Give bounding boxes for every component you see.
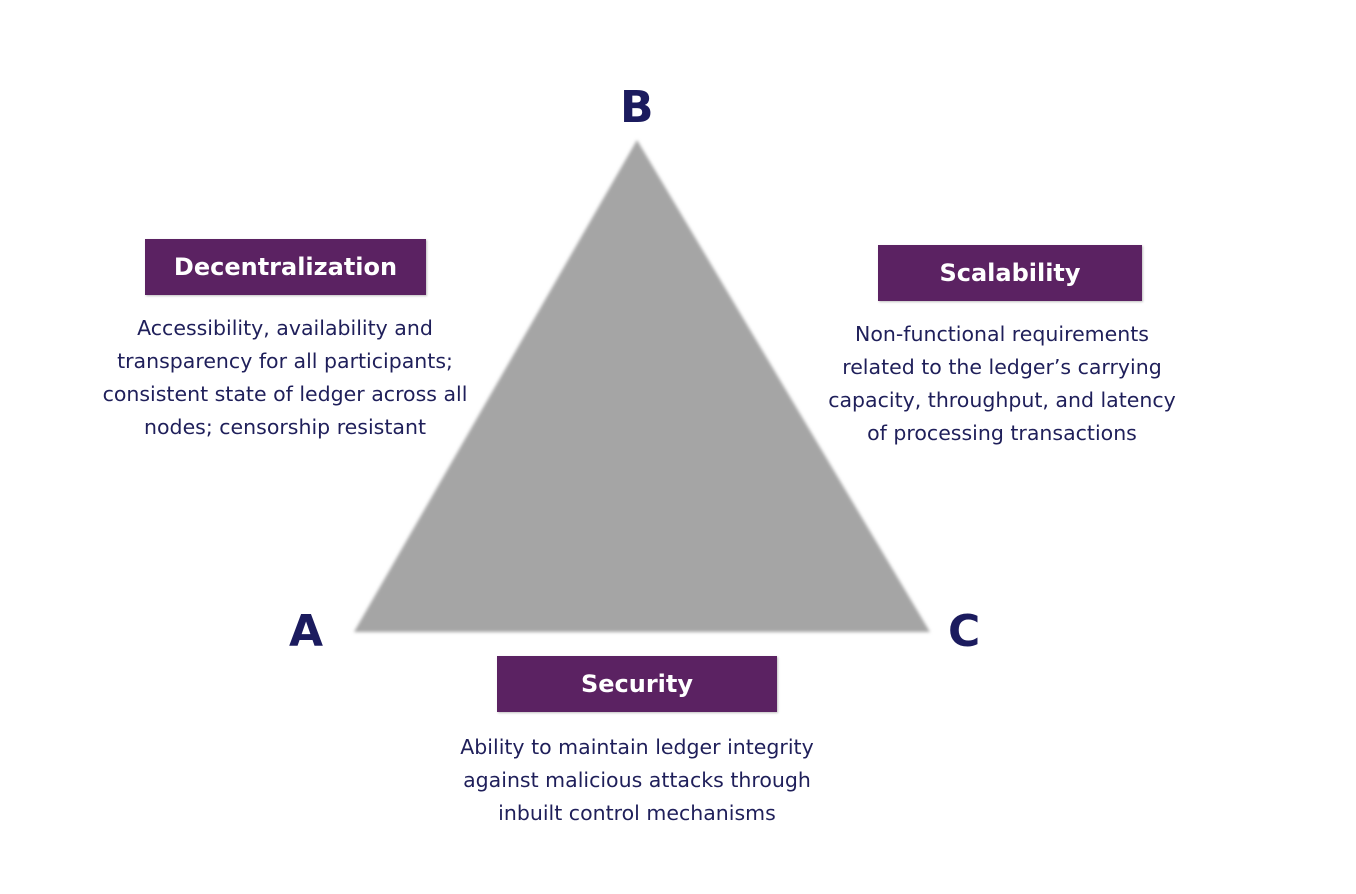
decentralization-label: Decentralization	[145, 239, 426, 295]
vertex-label-b: B	[620, 82, 654, 133]
scalability-description: Non-functional requirements related to t…	[828, 322, 1176, 445]
trilemma-triangle	[354, 140, 930, 632]
scalability-label: Scalability	[878, 245, 1142, 301]
scalability-title: Scalability	[939, 259, 1081, 287]
decentralization-title: Decentralization	[173, 253, 398, 281]
decentralization-description: Accessibility, availability and transpar…	[102, 316, 468, 439]
security-description: Ability to maintain ledger integrity aga…	[460, 735, 814, 825]
vertex-label-c: C	[948, 606, 981, 657]
security-title: Security	[580, 670, 694, 698]
security-label: Security	[497, 656, 777, 712]
vertex-label-a: A	[289, 606, 324, 657]
